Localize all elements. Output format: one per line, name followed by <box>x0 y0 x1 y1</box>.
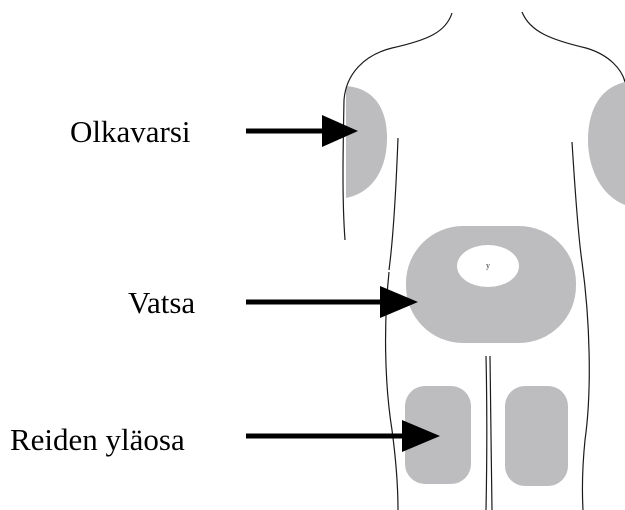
right-neck-shoulder-line <box>522 12 625 82</box>
inner-right-leg-line <box>490 356 492 510</box>
navel-mark: y <box>486 261 490 270</box>
abdomen-label: Vatsa <box>128 287 195 318</box>
right-thigh-zone <box>505 386 568 486</box>
arrow-upper-thigh <box>246 420 440 452</box>
upper-thigh-label: Reiden yläosa <box>10 424 185 455</box>
left-neck-shoulder-line <box>344 13 452 100</box>
upper-arm-label: Olkavarsi <box>70 116 191 147</box>
right-hip-line <box>582 262 589 510</box>
left-arm-outer-line <box>343 100 345 240</box>
left-upper-arm-zone <box>346 86 387 198</box>
right-upper-arm-zone <box>588 82 625 205</box>
inner-left-leg-line <box>486 356 487 510</box>
arrow-upper-arm <box>246 115 358 147</box>
left-torso-line <box>389 138 398 270</box>
right-torso-line <box>572 142 582 262</box>
arrow-abdomen <box>246 286 418 318</box>
